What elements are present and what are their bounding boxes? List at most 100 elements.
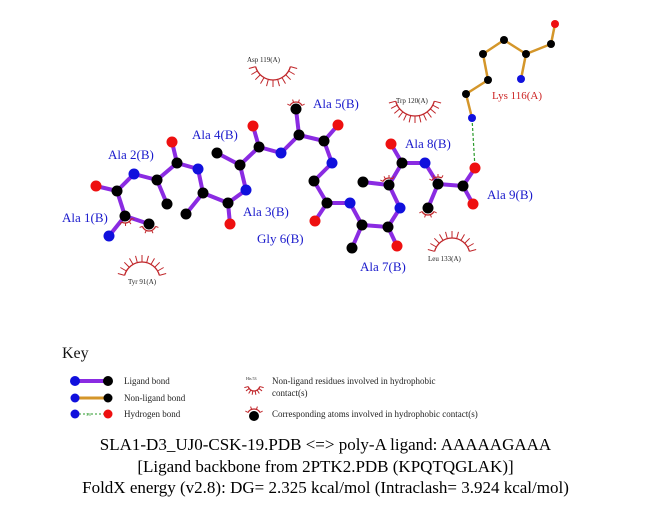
hydrophobic-arc	[421, 211, 435, 216]
oxygen-atom	[90, 180, 102, 192]
hydrophobic-spike	[266, 79, 269, 87]
hydrophobic-spike	[392, 176, 395, 180]
hydrophobic-spike	[380, 179, 384, 182]
hydrophobic-arc	[123, 261, 161, 276]
hydrophobic-spike	[429, 178, 433, 181]
hydrophobic-spike	[433, 211, 437, 214]
carbon-atom	[180, 208, 192, 220]
hydrophobic-spike	[434, 100, 442, 104]
carbon-atom	[547, 40, 555, 48]
hydrophobic-spike	[383, 176, 386, 180]
hydrophobic-arc	[289, 101, 303, 106]
hydrophobic-spike	[287, 103, 291, 106]
hydrophobic-spike	[445, 231, 448, 239]
hydrophobic-spike	[150, 258, 155, 265]
hydrophobic-spike	[254, 74, 261, 81]
hydrophobic-spike	[154, 261, 161, 268]
hydrophobic-spike	[255, 406, 258, 410]
oxygen-atom	[332, 119, 344, 131]
hydrophobic-arc	[121, 218, 133, 224]
hydrophobic-spike	[281, 77, 286, 84]
hydrophobic-arc	[141, 226, 157, 232]
hydrophobic-atom-mark	[119, 217, 135, 227]
oxygen-atom	[391, 240, 403, 252]
residue-label-ala5: Ala 5(B)	[313, 96, 359, 111]
residue-label-ala9: Ala 9(B)	[487, 187, 533, 202]
carbon-atom	[234, 159, 246, 171]
hydrophobic-contact-trp120	[388, 100, 442, 123]
carbon-atom	[479, 50, 487, 58]
hydrophobic-spike	[288, 70, 295, 75]
hydrophobic-arc	[247, 386, 261, 392]
hydrophobic-spike	[245, 410, 249, 413]
carbon-atom	[457, 180, 469, 192]
legend-hydrophobic-residue-label-2: contact(s)	[272, 388, 307, 398]
hydrophobic-spike	[429, 214, 432, 218]
hydrophobic-spike	[244, 386, 249, 389]
hydrophobic-spike	[429, 108, 437, 114]
hydrophobic-spike	[159, 273, 167, 276]
hydrophobic-spike	[131, 217, 135, 220]
nonligand-bond	[464, 93, 474, 119]
hydrophobic-spike	[426, 111, 432, 118]
hydrophobic-atom-mark	[419, 211, 437, 218]
carbon-atom	[197, 187, 209, 199]
carbon-atom	[321, 197, 333, 209]
nitrogen-atom	[128, 168, 140, 180]
hydrophobic-spike	[427, 249, 435, 252]
carbon-atom	[357, 176, 369, 188]
hydrophobic-arc	[433, 237, 471, 252]
hydrophobic-spike	[390, 104, 398, 109]
hydrophobic-spike	[398, 111, 404, 118]
hydrophobic-arc	[431, 176, 442, 181]
hydrophobic-label-asp119: Asp 119(A)	[247, 56, 281, 64]
hydrophobic-atom-mark	[139, 225, 159, 234]
hydrophobic-spike	[260, 77, 265, 84]
carbon-atom	[161, 198, 173, 210]
hydrophobic-spike	[464, 237, 471, 244]
hydrophobic-spike	[245, 388, 250, 392]
hydrophobic-spike	[433, 237, 440, 244]
hydrophobic-spike	[292, 99, 295, 103]
nitrogen-atom	[344, 197, 356, 209]
residue-label-lys116: Lys 116(A)	[492, 90, 542, 102]
hydrophobic-spike	[467, 243, 474, 248]
nitrogen-atom	[394, 202, 406, 214]
carbon-atom	[346, 242, 358, 254]
carbon-atom	[290, 103, 302, 115]
hydrophobic-spike	[155, 225, 159, 228]
nonligand-bond	[482, 38, 505, 56]
hydrophobic-spike	[256, 389, 260, 394]
hydrophobic-spike	[251, 390, 254, 395]
legend-hydrophobic-spikes	[245, 406, 263, 413]
hydrophobic-arc	[382, 177, 393, 182]
carbon-atom	[500, 36, 508, 44]
hydrophobic-spike	[424, 214, 427, 218]
hydrophobic-contact-asp119	[248, 66, 298, 87]
carbon-atom	[253, 141, 265, 153]
hydrophobic-spike	[129, 258, 134, 265]
carbon-atom	[119, 210, 131, 222]
carbon-atom	[111, 185, 123, 197]
hydrophobic-spike	[259, 410, 263, 413]
nonligand-bond	[465, 78, 489, 96]
hydrophobic-contact-tyr91	[117, 255, 167, 276]
nitrogen-atom	[240, 184, 252, 196]
residue-label-ala4: Ala 4(B)	[192, 127, 238, 142]
hydrophobic-atom-mark	[429, 174, 444, 181]
hydrophobic-spike	[393, 108, 401, 114]
residue-label-ala7: Ala 7(B)	[360, 259, 406, 274]
residue-label-gly6: Gly 6(B)	[257, 231, 304, 246]
caption-line-2: [Ligand backbone from 2PTK2.PDB (KPQTQGL…	[137, 457, 514, 476]
legend-nitrogen-atom	[70, 376, 80, 386]
hydrophobic-spike	[469, 249, 477, 252]
caption-line-1: SLA1-D3_UJ0-CSK-19.PDB <=> poly-A ligand…	[99, 435, 552, 454]
hydrophobic-spike	[259, 386, 264, 389]
hydrophobic-spike	[144, 230, 147, 234]
hydrophobic-atom-mark	[287, 99, 305, 106]
legend-hydrophobic-atom	[249, 411, 259, 421]
hydrophobic-arc	[395, 101, 435, 117]
carbon-atom	[522, 50, 530, 58]
hydrophobic-spike	[441, 175, 444, 179]
nitrogen-atom	[192, 163, 204, 175]
